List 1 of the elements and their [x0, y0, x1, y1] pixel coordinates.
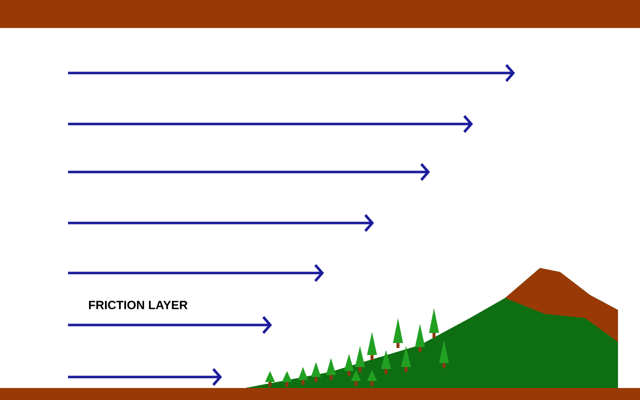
layer-label: FRICTION LAYER	[89, 300, 188, 310]
